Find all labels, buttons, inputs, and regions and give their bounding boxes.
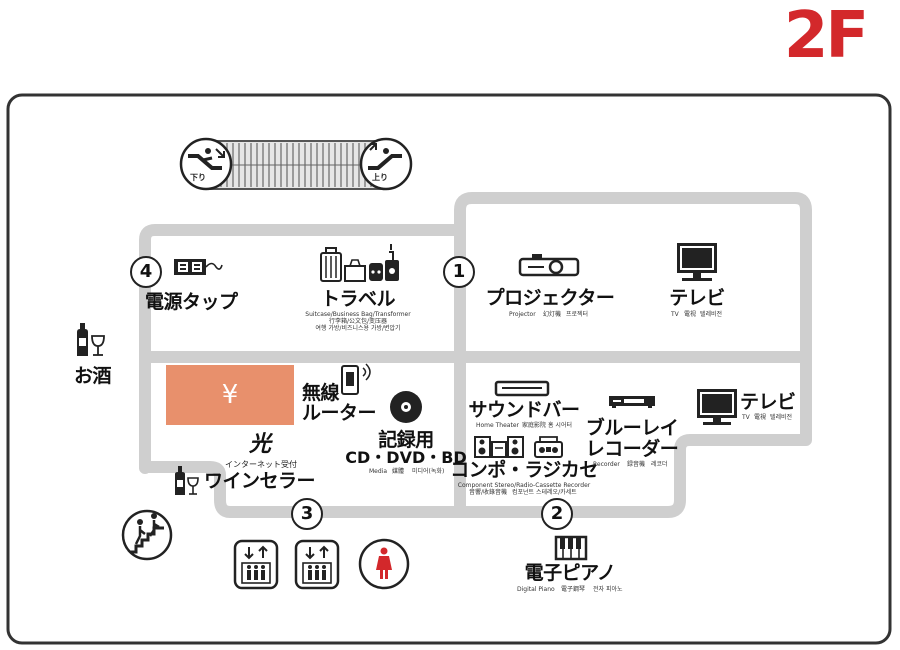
tv-top-en: TV	[671, 311, 679, 318]
travel-sub-ko: 여행 가방/비즈니스용 가방/변압기	[315, 325, 401, 332]
router-icon	[341, 363, 371, 395]
router-line2: ルーター	[302, 402, 377, 424]
walkways	[139, 192, 812, 518]
tv-right-en: TV	[742, 414, 750, 421]
media-zh: 媒體	[392, 468, 405, 475]
tv-right-zh: 電視	[754, 414, 767, 421]
area-piano: 電子ピアノ	[524, 562, 616, 584]
elevator-icon-2	[294, 539, 340, 590]
marker-3: 3	[291, 498, 323, 530]
tv-icon-right	[697, 389, 737, 425]
projector-en: Projector	[509, 311, 536, 318]
media-title2: CD・DVD・BD	[345, 448, 467, 467]
tv-top-zh: 電视	[684, 311, 697, 318]
soundbar-ko: 홈 시어터	[548, 422, 572, 429]
area-tv-right: テレビ	[740, 391, 796, 413]
map-frame	[6, 93, 892, 645]
recorder-ko: 레코더	[651, 461, 668, 468]
womens-restroom-icon	[358, 538, 410, 590]
compo-sub-ko: 컴포넌트 스테레오/카세트	[512, 489, 577, 496]
router-line1: 無線	[302, 382, 340, 404]
area-tv-top: テレビ	[669, 287, 725, 309]
suitcase-icon	[320, 244, 399, 282]
piano-ko: 전자 피아노	[593, 586, 623, 593]
escalator-up-label: 上り	[372, 173, 388, 182]
stairs-icon	[121, 509, 173, 561]
projector-icon	[518, 254, 580, 277]
area-alcohol: お酒	[74, 365, 112, 387]
wine-bottle-icon-cellar	[175, 466, 199, 495]
escalator-down-icon	[179, 137, 233, 191]
tv-icon	[677, 243, 717, 281]
recorder-icon	[609, 396, 655, 408]
hikari-sub: インターネット受付	[225, 460, 297, 469]
area-projector: プロジェクター	[485, 287, 615, 309]
area-compo: コンポ・ラジカセ	[450, 459, 598, 481]
projector-zh: 幻灯機	[543, 311, 562, 318]
media-ko: 미디어(녹화)	[412, 468, 445, 475]
compo-sub-zh: 音響/收錄音機	[469, 489, 508, 496]
marker-1: 1	[443, 256, 475, 288]
piano-en: Digital Piano	[517, 586, 555, 593]
recorder-line1: ブルーレイ	[585, 417, 679, 439]
area-power-tap: 電源タップ	[145, 291, 238, 313]
marker-2: 2	[541, 498, 573, 530]
recorder-en: Recorder	[593, 461, 620, 468]
travel-sub-en: Suitcase/Business Bag/Transformer	[305, 311, 411, 318]
media-en: Media	[369, 468, 388, 475]
floor-number: 2F	[783, 0, 869, 73]
recorder-line2: レコーダー	[585, 438, 679, 460]
projector-ko: 프로젝터	[566, 311, 589, 318]
disc-icon	[390, 391, 422, 423]
area-wine-cellar: ワインセラー	[204, 470, 316, 492]
compo-sub-en: Component Stereo/Radio-Cassette Recorder	[457, 482, 591, 489]
area-travel: トラベル	[320, 288, 396, 310]
atm-area: ¥	[166, 365, 294, 425]
escalator-down-label: 下り	[190, 173, 206, 182]
soundbar-en: Home Theater	[476, 422, 519, 429]
wine-bottle-icon	[77, 323, 105, 356]
marker-4: 4	[130, 256, 162, 288]
soundbar-zh: 家庭影院	[522, 422, 547, 429]
tv-top-ko: 텔레비전	[700, 311, 723, 318]
travel-sub-zh: 行李箱/公文包/变压器	[328, 318, 388, 325]
media-title1: 記録用	[378, 429, 434, 451]
hikari-title: 光	[248, 432, 272, 457]
tv-right-ko: 텔레비전	[770, 414, 793, 421]
escalator	[208, 140, 384, 190]
elevator-icon	[233, 539, 279, 590]
area-sound-bar: サウンドバー	[468, 399, 580, 421]
recorder-zh: 録音機	[627, 461, 646, 468]
piano-zh: 電子鋼琴	[561, 586, 586, 593]
power-strip-icon	[174, 259, 223, 275]
stereo-icon	[474, 436, 563, 458]
piano-icon	[554, 535, 588, 561]
soundbar-icon	[494, 380, 550, 397]
escalator-up-icon	[359, 137, 413, 191]
